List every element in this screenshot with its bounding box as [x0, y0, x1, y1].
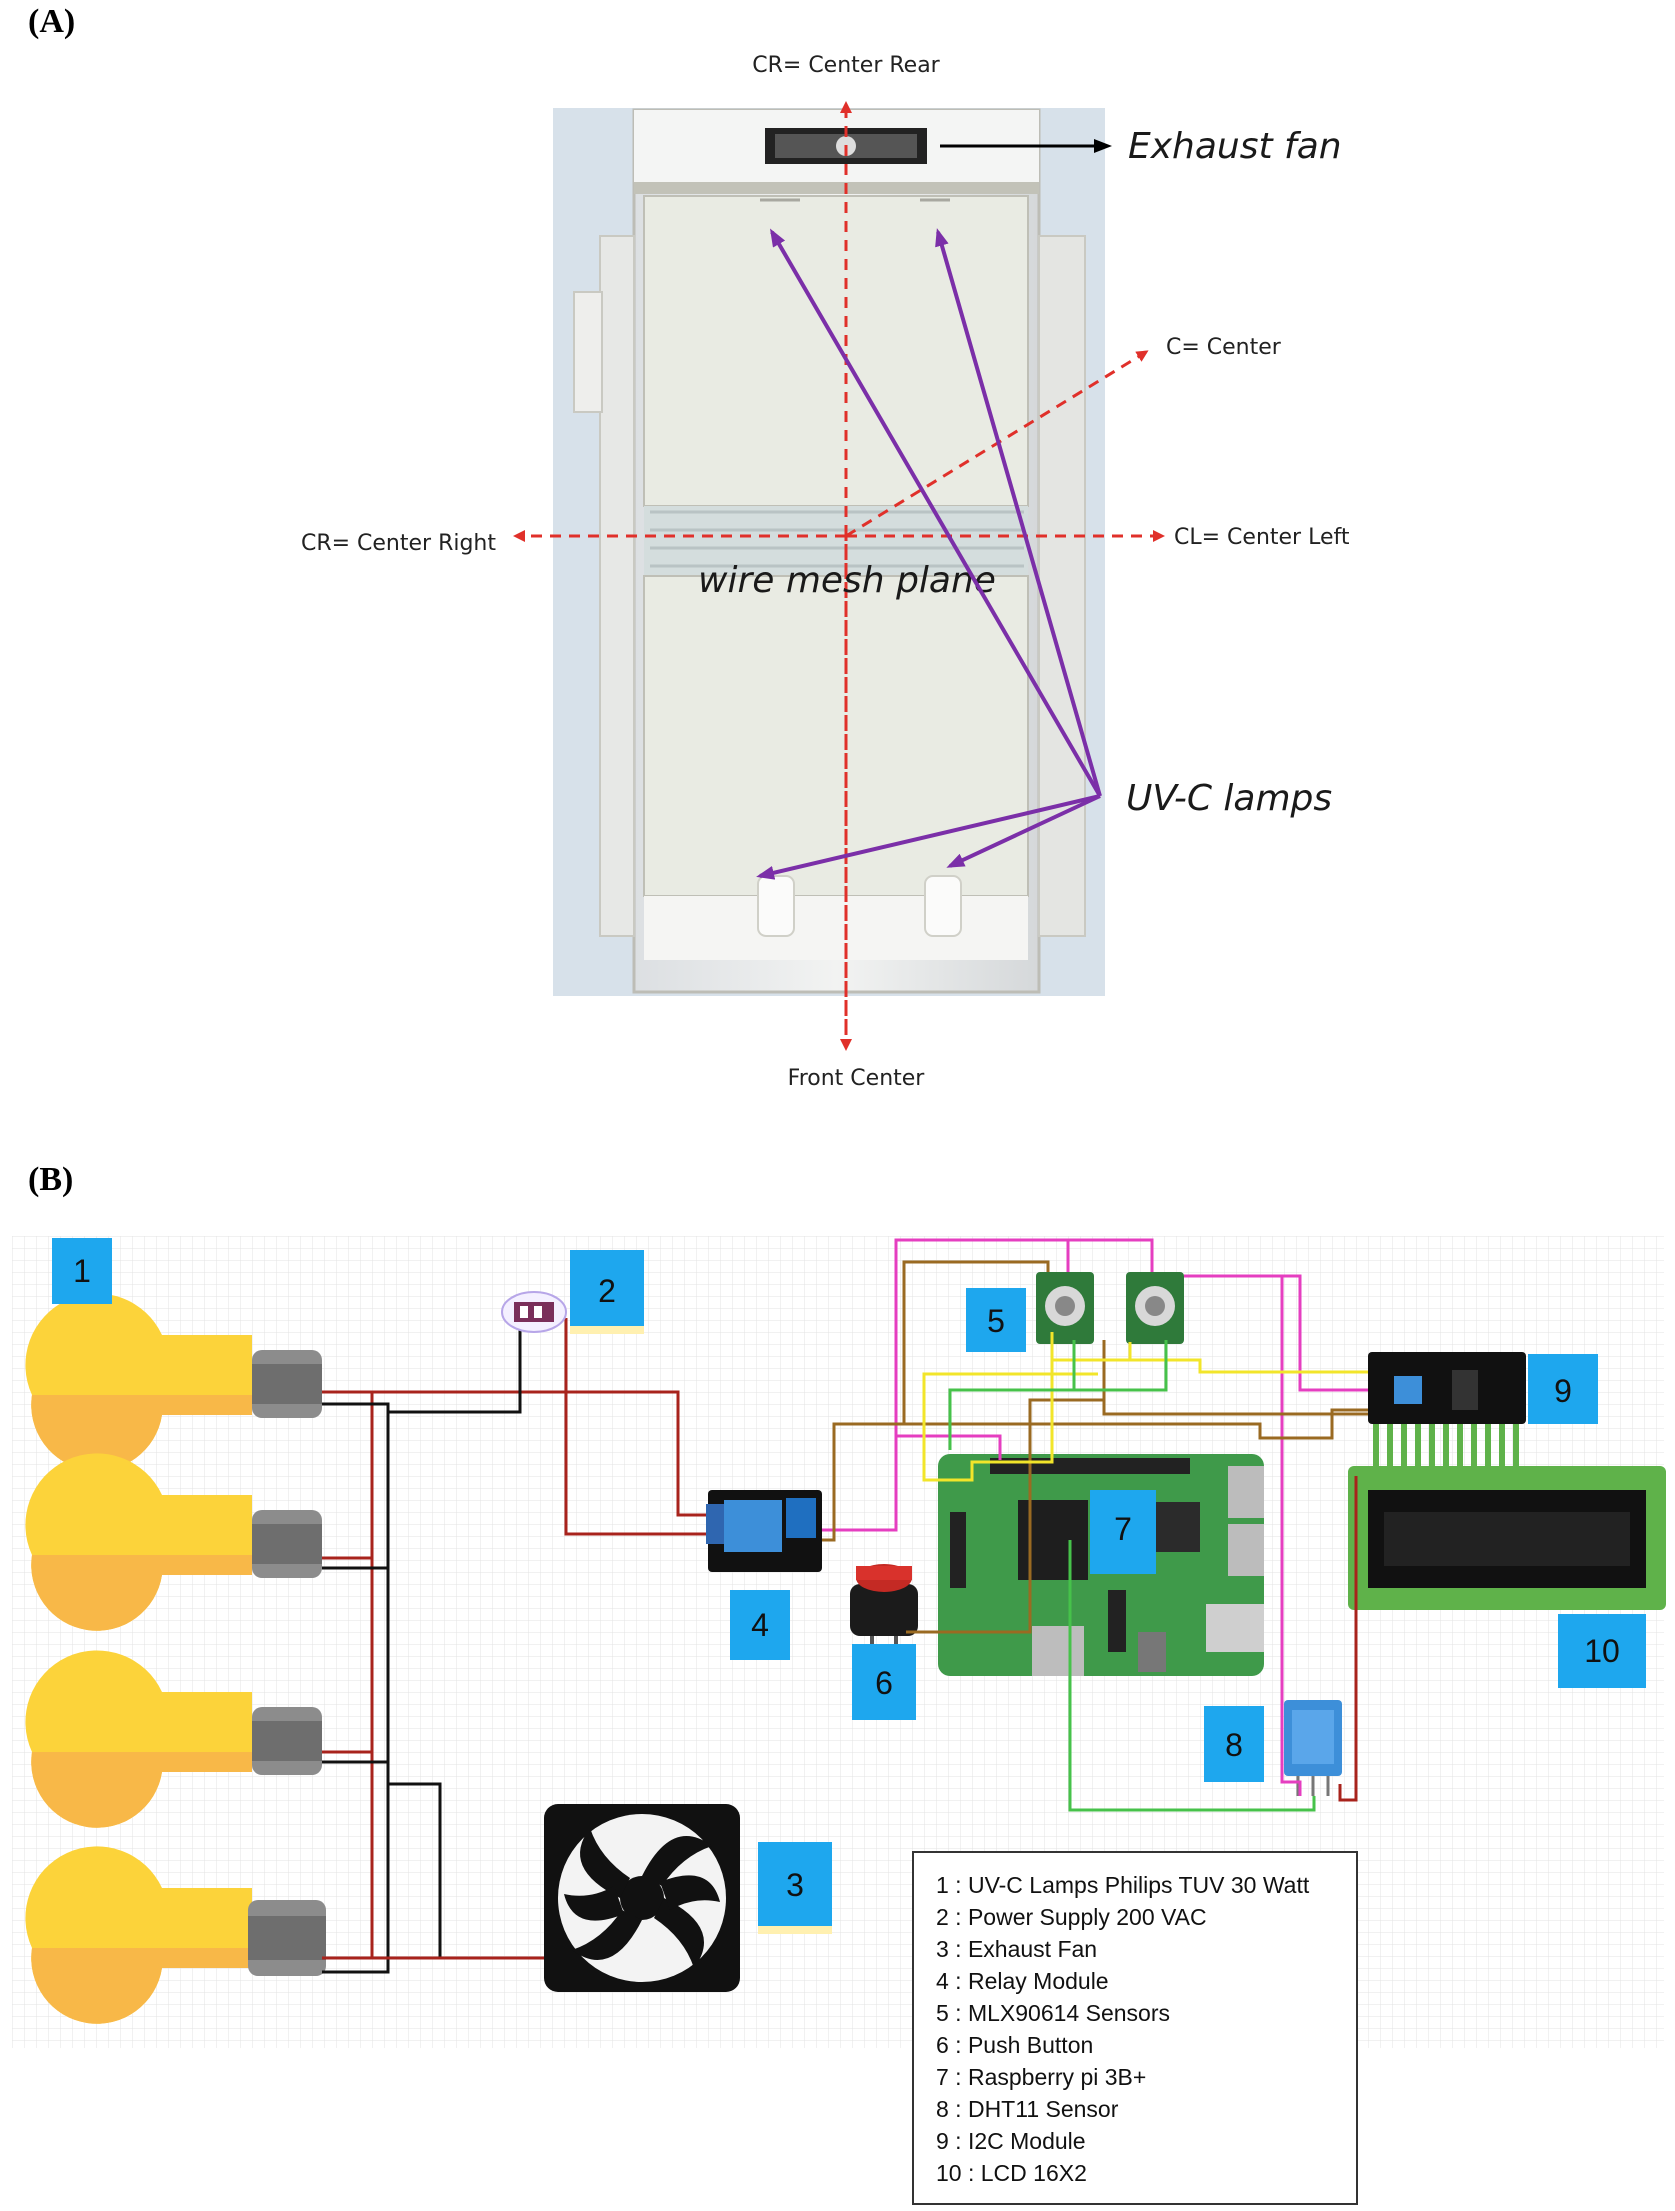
legend-item-2: 2 : Power Supply 200 VAC: [936, 1904, 1207, 1930]
legend-item-10: 10 : LCD 16X2: [936, 2160, 1087, 2186]
uv-lamp-4: [25, 1846, 326, 2024]
axis-rear-label: CR= Center Rear: [752, 53, 940, 78]
axis-center-arrow: [845, 350, 1149, 538]
wire-mesh-slats: [650, 510, 1024, 568]
badge-7: 7: [1090, 1490, 1156, 1574]
orientation-axes: [513, 101, 1165, 1051]
svg-text:1: 1: [73, 1253, 91, 1289]
legend-item-7: 7 : Raspberry pi 3B+: [936, 2064, 1146, 2090]
axis-center-label: C= Center: [1166, 335, 1282, 360]
lcd-16x2: [1348, 1466, 1666, 1610]
svg-text:9: 9: [1554, 1373, 1572, 1409]
i2c-module: [1368, 1352, 1526, 1470]
panel-b: (B): [12, 1161, 1666, 2205]
legend-item-3: 3 : Exhaust Fan: [936, 1936, 1097, 1962]
uv-lamp-2: [25, 1453, 322, 1631]
top-rail: [634, 182, 1039, 194]
cabinet-side-latch: [573, 291, 603, 413]
fan-callout-label: Exhaust fan: [1128, 126, 1342, 167]
uv-lamp-3: [25, 1650, 322, 1828]
badge-10: 10: [1558, 1614, 1646, 1688]
panel-a: (A): [28, 3, 1350, 1091]
panel-b-label: (B): [28, 1161, 73, 1198]
power-supply: [501, 1291, 567, 1333]
uv-cabinet: [553, 108, 1105, 996]
badge-2: 2: [570, 1250, 644, 1334]
lamp-holder-left: [757, 875, 795, 937]
legend-item-5: 5 : MLX90614 Sensors: [936, 2000, 1170, 2026]
svg-text:8: 8: [1225, 1727, 1243, 1763]
legend-item-1: 1 : UV-C Lamps Philips TUV 30 Watt: [936, 1872, 1310, 1898]
uv-lamp-arrows: [756, 228, 1102, 880]
badge-3: 3: [758, 1842, 832, 1934]
uv-lamp-1: [25, 1293, 322, 1471]
axis-left-label: CL= Center Left: [1174, 525, 1350, 550]
uv-lamps-label: UV-C lamps: [1126, 778, 1332, 819]
svg-text:3: 3: [786, 1867, 804, 1903]
lower-chamber: [643, 575, 1029, 897]
axis-front-label: Front Center: [788, 1066, 926, 1091]
badge-6: 6: [852, 1644, 916, 1720]
legend-item-8: 8 : DHT11 Sensor: [936, 2096, 1119, 2122]
legend-item-6: 6 : Push Button: [936, 2032, 1093, 2058]
svg-text:6: 6: [875, 1665, 893, 1701]
badge-8: 8: [1204, 1706, 1264, 1782]
signal-wiring: [822, 1238, 1368, 1812]
panel-a-label: (A): [28, 3, 75, 40]
lamp-holder-right: [924, 875, 962, 937]
badge-5: 5: [966, 1288, 1026, 1352]
dht11-sensor: [1284, 1700, 1342, 1796]
svg-text:7: 7: [1114, 1511, 1132, 1547]
mains-wiring: [322, 1318, 710, 1974]
cabinet-left-side: [599, 235, 635, 937]
svg-text:5: 5: [987, 1303, 1005, 1339]
cabinet-bottom: [644, 896, 1028, 960]
push-button: [850, 1564, 918, 1652]
legend-item-4: 4 : Relay Module: [936, 1968, 1109, 1994]
badge-1: 1: [52, 1238, 112, 1304]
upper-chamber: [643, 195, 1029, 507]
exhaust-fan: [544, 1804, 740, 1992]
component-legend: 1 : UV-C Lamps Philips TUV 30 Watt 2 : P…: [912, 1851, 1358, 2205]
svg-text:4: 4: [751, 1607, 769, 1643]
legend-item-9: 9 : I2C Module: [936, 2128, 1086, 2154]
axis-right-label: CR= Center Right: [301, 531, 496, 556]
badge-9: 9: [1528, 1354, 1598, 1424]
svg-text:10: 10: [1584, 1633, 1620, 1669]
svg-text:2: 2: [598, 1273, 616, 1309]
mlx90614-sensors: [1036, 1272, 1184, 1344]
uv-c-lamps: [25, 1293, 326, 2024]
cabinet-right-side: [1038, 235, 1086, 937]
badge-4: 4: [730, 1590, 790, 1660]
relay-module: [706, 1490, 822, 1572]
mesh-plane-label: wire mesh plane: [698, 560, 996, 601]
